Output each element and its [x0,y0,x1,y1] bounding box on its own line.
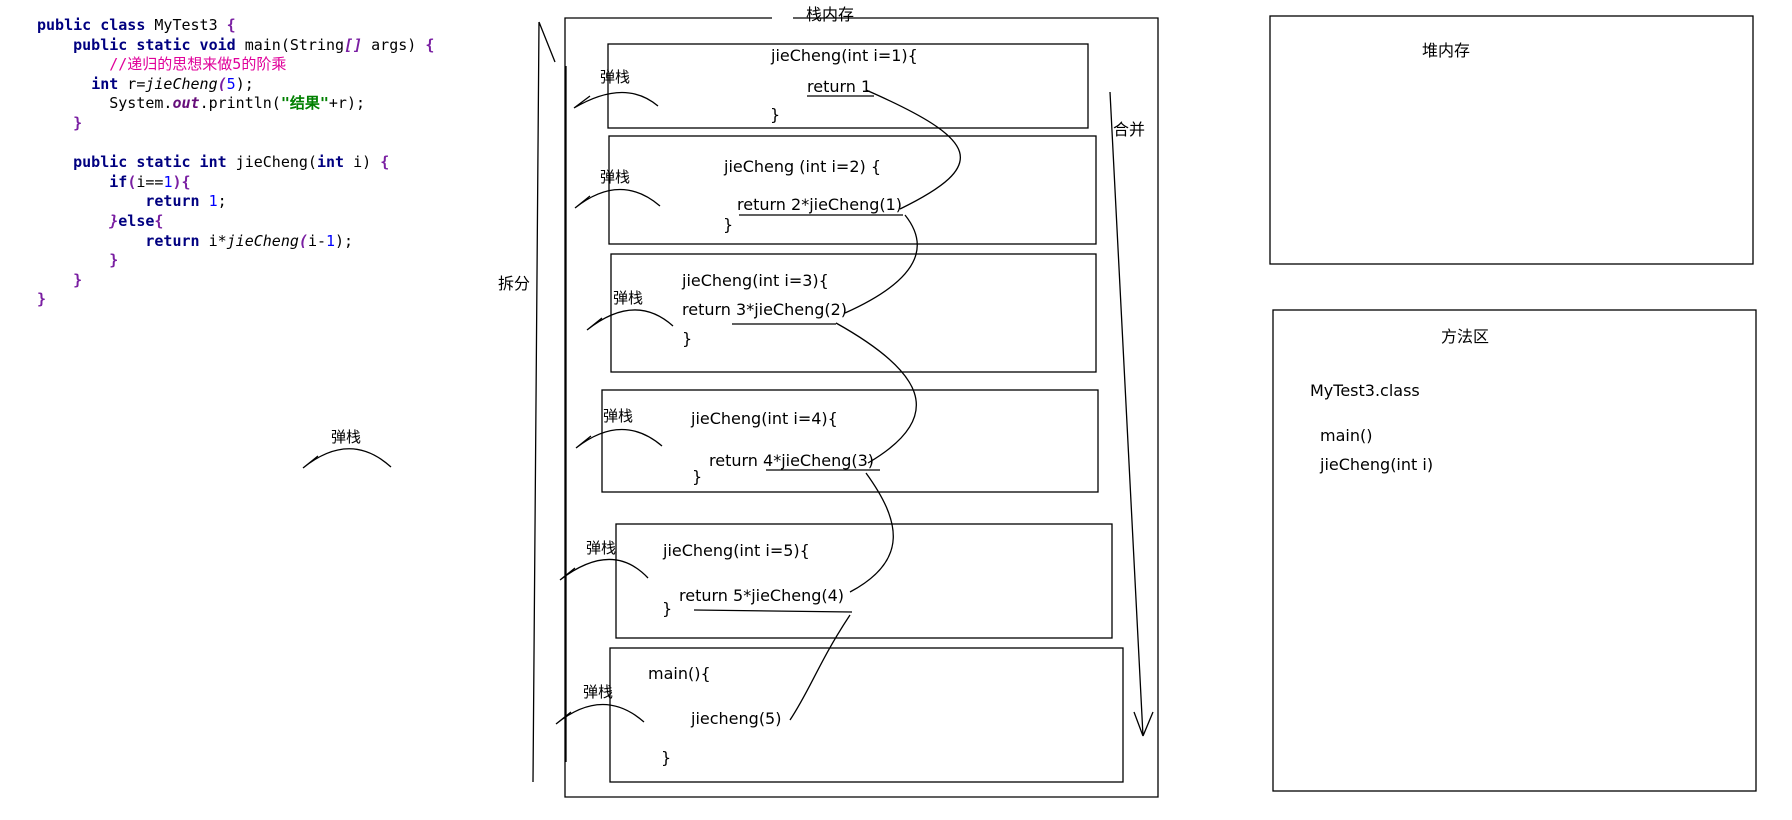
frame-5-close: } [662,599,672,618]
pop-label-4: 弹栈 [603,407,633,425]
heap-title: 堆内存 [1422,41,1470,60]
frame-2-header: jieCheng (int i=2) { [723,157,881,176]
return-flow-curve [789,89,962,721]
pop-arc-1 [573,91,659,109]
heap-memory-box [1269,15,1754,265]
frame-4-close: } [692,467,702,486]
code-line-if: if(i==1){ [109,172,191,191]
pop-arc-4 [575,428,663,449]
stack-frame-3 [610,253,1097,373]
stack-frame-1 [607,43,1089,129]
method-area-box [1272,309,1757,792]
stack-frame-5 [615,523,1113,639]
split-label: 拆分 [498,274,530,293]
frame-1-body: return 1 [807,77,871,96]
code-line-int-r: int r=jieCheng(5); [91,74,254,93]
pop-arc-main [555,703,645,725]
pop-label-5: 弹栈 [586,539,616,557]
pop-arc-3 [586,309,674,331]
pop-label-3: 弹栈 [613,289,643,307]
code-line-comment: //递归的思想来做5的阶乘 [109,55,287,74]
code-line-close-else: } [109,251,119,270]
pop-arc-2 [574,188,661,209]
split-arrow [532,21,556,783]
code-line-close-main: } [73,113,83,132]
pop-arc-5 [559,558,649,581]
code-line-jiecheng: public static int jieCheng(int i) { [73,153,390,172]
stack-frame-4 [601,389,1099,493]
frame-1-header: jieCheng(int i=1){ [770,46,918,65]
underline-5 [693,609,853,613]
code-line-close-method: } [73,270,83,289]
code-line-println: System.out.println("结果"+r); [109,94,366,113]
source-code: public class MyTest3 { public static voi… [37,16,434,310]
pop-label-2: 弹栈 [600,168,630,186]
frame-3-header: jieCheng(int i=3){ [681,271,829,290]
pop-label-main: 弹栈 [583,683,613,701]
code-line-return-recursive: return i*jieCheng(i-1); [145,231,354,250]
method-area-method-main: main() [1320,426,1372,445]
frame-main-close: } [661,748,671,767]
pop-label-1: 弹栈 [600,68,630,86]
stack-frame-main [609,647,1124,783]
code-line-else: }else{ [109,211,164,230]
method-area-title: 方法区 [1441,327,1489,346]
frame-3-close: } [682,329,692,348]
frame-2-close: } [723,215,733,234]
code-line-close-class: } [37,290,47,309]
frame-1-close: } [770,105,780,124]
frame-5-header: jieCheng(int i=5){ [662,541,810,560]
stack-frame-2 [608,135,1097,245]
frame-2-body: return 2*jieCheng(1) [737,195,902,214]
merge-arrow [1109,91,1154,737]
code-line-class: public class MyTest3 { [37,16,236,34]
code-line-main: public static void main(String[] args) { [73,35,435,54]
pop-arc-side [302,448,392,469]
method-area-class: MyTest3.class [1310,381,1420,400]
frame-5-body: return 5*jieCheng(4) [679,586,844,605]
frame-4-header: jieCheng(int i=4){ [690,409,838,428]
stack-memory-title: 栈内存 [806,5,854,24]
merge-label: 合并 [1113,120,1145,139]
code-line-return-1: return 1; [145,192,227,211]
pop-label-side: 弹栈 [331,428,361,446]
frame-4-body: return 4*jieCheng(3) [709,451,874,470]
frame-3-body: return 3*jieCheng(2) [682,300,847,319]
frame-main-body: jiecheng(5) [690,709,781,728]
stack-memory-box [564,17,1159,798]
method-area-method-jiecheng: jieCheng(int i) [1319,455,1433,474]
frame-main-header: main(){ [648,664,711,683]
